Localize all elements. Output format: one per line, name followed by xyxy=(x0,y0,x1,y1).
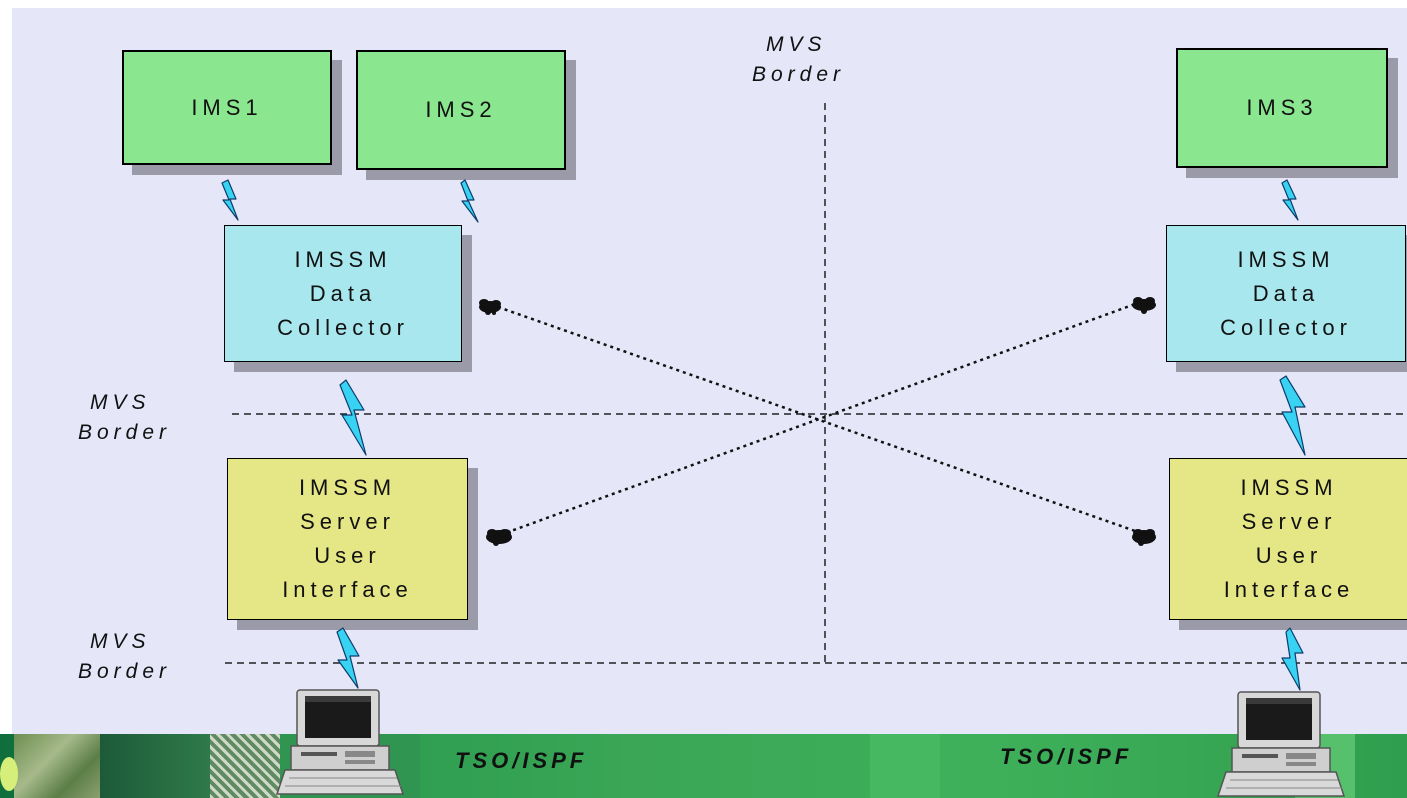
footer-block-tile xyxy=(870,734,940,798)
lightning-bolt-icon xyxy=(1281,179,1299,221)
ims2-box: IMS2 xyxy=(356,50,566,170)
lightning-bolt-icon xyxy=(1279,375,1306,456)
lightning-bolt-icon xyxy=(1281,627,1304,691)
lightning-bolt-icon xyxy=(460,179,479,223)
lightning-bolt-icon xyxy=(339,379,367,456)
computer-terminal-icon xyxy=(275,689,405,795)
network-cloud-icon xyxy=(1132,297,1156,314)
ui-left-line-3: User xyxy=(314,543,381,568)
server-ui-box-left: IMSSM Server User Interface xyxy=(227,458,468,620)
tso-ispf-label-right: TSO/ISPF xyxy=(1000,744,1133,769)
collector-right-line-2: Data xyxy=(1252,280,1320,306)
collector-right-line-3: Collector xyxy=(1220,314,1352,340)
network-cloud-icon xyxy=(486,529,512,546)
ui-right-line-2: Server xyxy=(1241,509,1337,534)
ui-right-line-1: IMSSM xyxy=(1240,475,1338,500)
ims3-label: IMS3 xyxy=(1246,95,1318,120)
ims2-label: IMS2 xyxy=(425,97,497,122)
ui-right-line-3: User xyxy=(1255,543,1323,568)
tso-ispf-label-left: TSO/ISPF xyxy=(455,748,588,773)
network-link-collector-left-to-ui-right xyxy=(497,305,1139,534)
mvs-border-label-top: MVS Border xyxy=(752,33,846,86)
network-link-ui-left-to-collector-right xyxy=(499,301,1139,537)
ims1-box: IMS1 xyxy=(122,50,332,165)
footer-image-tile xyxy=(14,734,100,798)
network-cloud-icon xyxy=(1132,529,1156,546)
computer-terminal-icon xyxy=(1216,691,1346,797)
mvs-border-label-left-upper: MVS Border xyxy=(78,391,172,444)
ims3-box: IMS3 xyxy=(1176,48,1388,168)
ui-left-line-2: Server xyxy=(300,509,395,534)
footer-pattern-tile xyxy=(210,734,280,798)
ims1-label: IMS1 xyxy=(191,94,263,120)
collector-left-line-3: Collector xyxy=(277,314,409,340)
ui-right-line-4: Interface xyxy=(1223,577,1355,602)
lightning-bolt-icon xyxy=(336,627,360,689)
collector-right-line-1: IMSSM xyxy=(1237,246,1335,272)
server-ui-box-right: IMSSM Server User Interface xyxy=(1169,458,1407,620)
ui-left-line-4: Interface xyxy=(282,577,413,602)
data-collector-box-right: IMSSM Data Collector xyxy=(1166,225,1406,362)
network-cloud-icon xyxy=(479,299,501,315)
collector-left-line-1: IMSSM xyxy=(294,246,392,272)
footer-circle xyxy=(0,757,18,791)
footer-gradient-tile xyxy=(100,734,210,798)
lightning-bolt-icon xyxy=(221,179,239,221)
collector-left-line-2: Data xyxy=(309,280,377,306)
data-collector-box-left: IMSSM Data Collector xyxy=(224,225,462,362)
ui-left-line-1: IMSSM xyxy=(298,475,397,500)
mvs-border-label-left-lower: MVS Border xyxy=(78,630,172,683)
